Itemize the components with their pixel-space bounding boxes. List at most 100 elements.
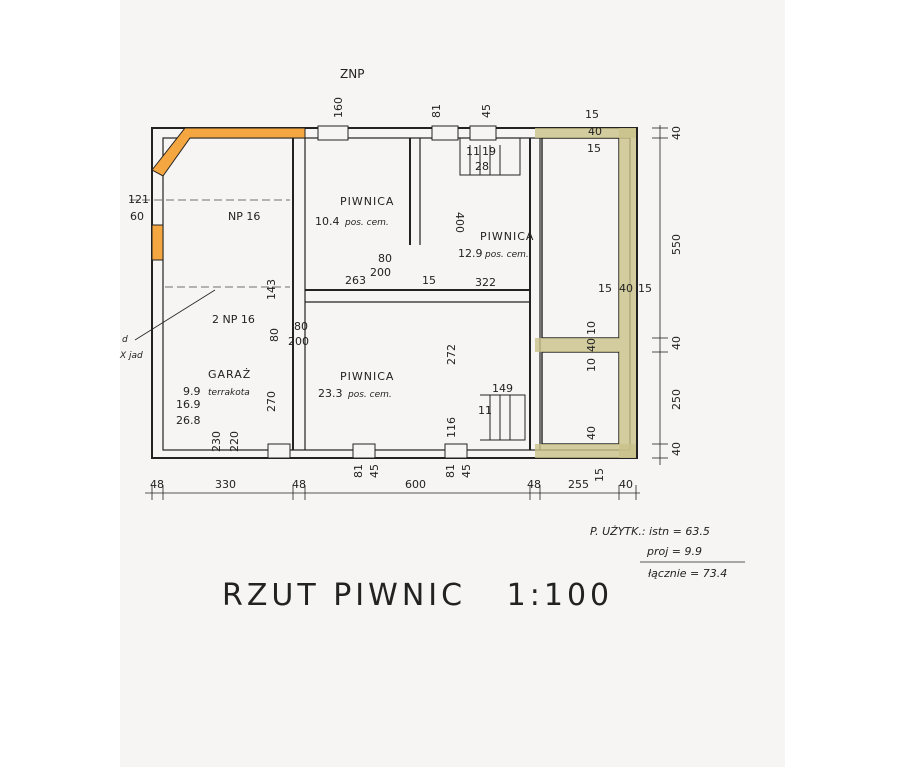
- right-dim-40-c: 40: [670, 442, 683, 456]
- khaki-top: [535, 128, 636, 138]
- dim-19: 19: [482, 145, 496, 158]
- tank-top: [541, 137, 620, 339]
- dim-40-top: 40: [588, 125, 602, 138]
- usable-area-line-3: łącznie = 73.4: [648, 567, 727, 580]
- dim-160: 160: [332, 97, 345, 118]
- right-dimension: [652, 125, 668, 465]
- dim-81-b: 81: [352, 464, 365, 478]
- bottom-dim-labels: 48 330 48 600 48 255 15 40: [150, 468, 633, 491]
- usable-area: P. UŻYTK.: istn = 63.5 proj = 9.9 łączni…: [590, 525, 745, 580]
- dim-15-b: 15: [587, 142, 601, 155]
- dim-80-c: 80: [294, 320, 308, 333]
- note-d: d: [122, 335, 128, 345]
- bottom-dim-15: 15: [593, 468, 606, 482]
- bottom-dim-40: 40: [619, 478, 633, 491]
- orange-wall-highlight: [151, 127, 306, 177]
- room-name-piwnica-3: PIWNICA: [340, 370, 394, 383]
- dim-40-b: 40: [585, 338, 598, 352]
- window-bottom-2: [444, 443, 468, 459]
- room-floor-piwnica-1: pos. cem.: [344, 218, 389, 228]
- bottom-dimension: [145, 485, 640, 500]
- bottom-dim-600: 600: [405, 478, 426, 491]
- faded-stamp: ZNP: [340, 67, 364, 81]
- dim-272: 272: [445, 344, 458, 365]
- stairs-bottom: [480, 394, 526, 441]
- dim-28: 28: [475, 160, 489, 173]
- dim-200-b: 200: [288, 335, 309, 348]
- dim-15-d: 15: [598, 282, 612, 295]
- dim-81-c: 81: [444, 464, 457, 478]
- room-name-piwnica-1: PIWNICA: [340, 195, 394, 208]
- room-floor-piwnica-3: pos. cem.: [347, 390, 392, 400]
- drawing-title: RZUT PIWNIC 1:100: [222, 578, 613, 613]
- dim-15-c: 15: [422, 274, 436, 287]
- dim-143: 143: [265, 279, 278, 300]
- leader-line: [134, 289, 216, 341]
- room-area-piwnica-3: 23.3: [318, 387, 343, 400]
- garage-area-2: 16.9: [176, 398, 201, 411]
- dim-200: 200: [370, 266, 391, 279]
- bottom-dim-48-c: 48: [527, 478, 541, 491]
- inner-dimensions: 160 81 45 15 40 15 11 19 28 400 263 80 2…: [210, 97, 652, 478]
- note-121: 121: [128, 193, 149, 206]
- dim-40-c: 40: [585, 426, 598, 440]
- note-np16: NP 16: [228, 210, 260, 223]
- note-jad: X jad: [119, 351, 143, 361]
- windows: [267, 125, 497, 459]
- right-dim-labels: 40 550 40 250 40: [670, 126, 683, 456]
- dim-400: 400: [453, 212, 466, 233]
- orange-wall-segment: [151, 224, 164, 261]
- dim-45: 45: [480, 104, 493, 118]
- dim-263: 263: [345, 274, 366, 287]
- window-top-2: [431, 125, 459, 141]
- window-top-3: [469, 125, 497, 141]
- room-name-garaz: GARAŻ: [208, 368, 251, 381]
- dim-10-a: 10: [585, 321, 598, 335]
- khaki-mid: [535, 338, 619, 352]
- dim-220: 220: [228, 431, 241, 452]
- dim-270: 270: [265, 391, 278, 412]
- right-dim-40-b: 40: [670, 336, 683, 350]
- dim-80-b: 80: [268, 328, 281, 342]
- note-2np16: 2 NP 16: [212, 313, 255, 326]
- room-floor-piwnica-2: pos. cem.: [484, 250, 529, 260]
- right-dim-40-a: 40: [670, 126, 683, 140]
- right-dim-250: 250: [670, 389, 683, 410]
- dim-322: 322: [475, 276, 496, 289]
- garage-area-3: 26.8: [176, 414, 201, 427]
- dim-11: 11: [466, 145, 480, 158]
- room-floor-garaz: terrakota: [208, 388, 250, 398]
- dim-45-c: 45: [460, 464, 473, 478]
- dim-40-d: 40: [619, 282, 633, 295]
- dim-11-b: 11: [478, 404, 492, 417]
- dim-149: 149: [492, 382, 513, 395]
- usable-area-line-2: proj = 9.9: [646, 545, 702, 558]
- room-area-piwnica-1: 10.4: [315, 215, 340, 228]
- window-bottom-1: [352, 443, 376, 459]
- room-area-piwnica-2: 12.9: [458, 247, 483, 260]
- stairs: [459, 138, 526, 441]
- khaki-right: [619, 128, 636, 458]
- khaki-bottom: [535, 444, 636, 458]
- tank-bottom: [541, 351, 620, 445]
- bottom-dim-255: 255: [568, 478, 589, 491]
- dim-45-b: 45: [368, 464, 381, 478]
- door-garage: [267, 443, 291, 459]
- note-60: 60: [130, 210, 144, 223]
- beam-lines: [130, 199, 290, 288]
- dim-230: 230: [210, 431, 223, 452]
- outer-wall-inner: [162, 137, 631, 451]
- outer-wall: [151, 127, 638, 459]
- dim-80: 80: [378, 252, 392, 265]
- dim-15-top: 15: [585, 108, 599, 121]
- dim-116: 116: [445, 417, 458, 438]
- dim-10-b: 10: [585, 358, 598, 372]
- bottom-dim-330: 330: [215, 478, 236, 491]
- dim-81: 81: [430, 104, 443, 118]
- garage-area-1: 9.9: [183, 385, 201, 398]
- bottom-dim-48-b: 48: [292, 478, 306, 491]
- right-dim-550: 550: [670, 234, 683, 255]
- usable-area-line-1: P. UŻYTK.: istn = 63.5: [590, 525, 710, 538]
- dim-15-e: 15: [638, 282, 652, 295]
